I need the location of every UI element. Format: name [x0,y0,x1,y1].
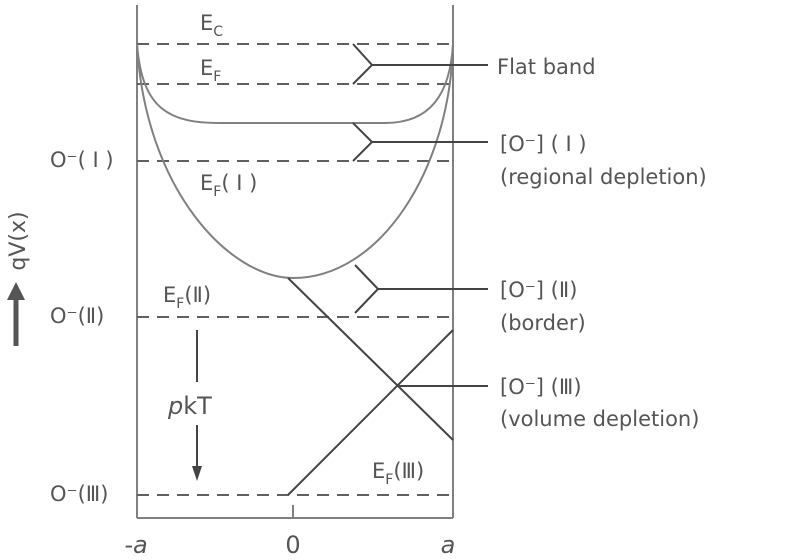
y-axis-label: qV(x) [6,211,31,270]
volume-depletion-curve [287,277,454,496]
border-label-bottom: (border) [500,311,586,335]
regional-bracket [352,122,374,162]
border-label-top: [O⁻] (Ⅱ) [500,278,577,302]
o1-label: O⁻( I ) [50,148,114,172]
band-curves [136,43,454,280]
energy-levels [137,43,453,496]
callout-leaders [352,43,488,387]
border-bracket [354,264,380,314]
ef-label: EF [200,56,221,85]
x-tick-a: a [441,531,456,559]
x-tick-neg-a: -a [124,531,147,559]
border-curve [136,43,454,280]
diagram-frame [136,5,454,519]
flat-band-bracket [352,43,374,85]
regional-label-top: [O⁻] ( I ) [500,132,587,156]
pkt-label: pkT [167,392,212,420]
regional-depletion-curve [136,43,454,124]
ec-label: EC [200,11,223,40]
y-axis-arrow [7,282,25,346]
x-tick-zero-label: 0 [285,531,300,559]
volume-left-branch [287,277,454,441]
flat-band-label: Flat band [497,55,596,79]
ef1-label: EF( I ) [200,171,257,200]
o3-label: O⁻(Ⅲ) [50,482,108,506]
y-axis-arrow-head [7,282,25,300]
o2-label: O⁻(Ⅱ) [50,304,104,328]
ef3-label: EF(Ⅲ) [372,459,424,488]
volume-right-branch [287,329,454,496]
volume-label-bottom: (volume depletion) [500,407,699,431]
volume-label-top: [O⁻] (Ⅲ) [500,375,582,399]
pkt-arrow-head [192,466,202,481]
regional-label-bottom: (regional depletion) [500,165,707,189]
ef2-label: EF(Ⅱ) [163,283,211,312]
